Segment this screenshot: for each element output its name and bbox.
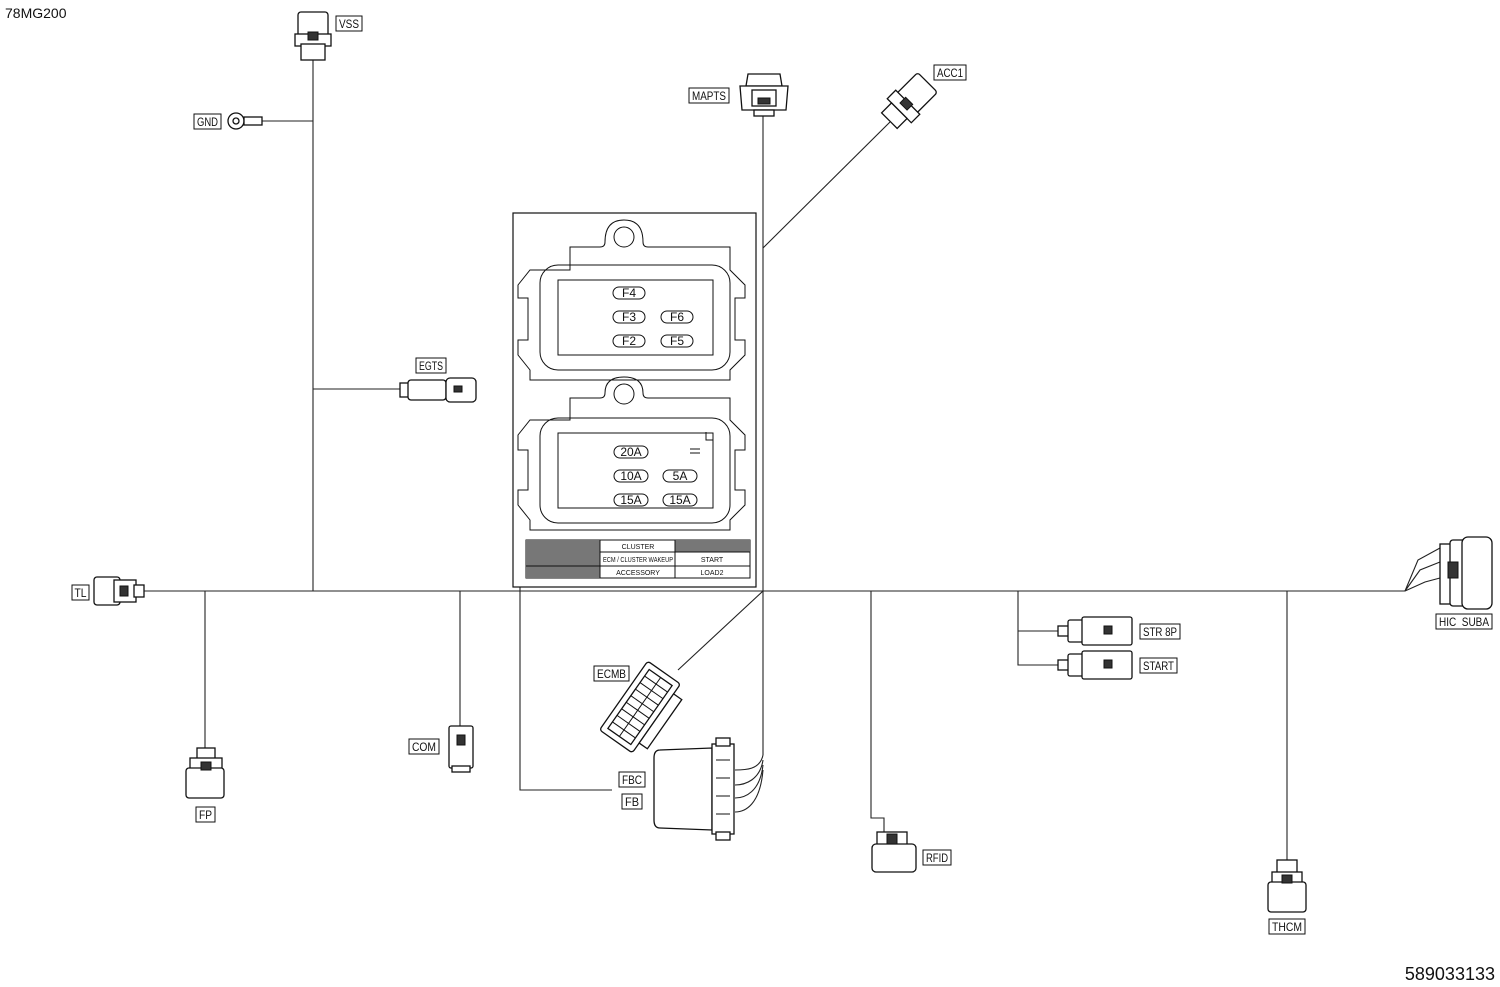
fuse-10a: 10A [613, 469, 649, 483]
hic-suba-connector [1439, 536, 1493, 610]
svg-text:STR 8P: STR 8P [1143, 625, 1177, 639]
str8p-connector [1057, 616, 1133, 646]
label-ecmb: ECMB [593, 665, 630, 682]
table-cell-start: START [701, 557, 724, 564]
svg-text:F3: F3 [622, 310, 636, 324]
wire-harness [142, 58, 1441, 860]
label-vss: VSS [335, 15, 363, 32]
mapts-connector [739, 73, 789, 117]
svg-text:ACC1: ACC1 [937, 66, 963, 80]
svg-text:VSS: VSS [339, 17, 359, 31]
label-fp: FP [195, 806, 216, 823]
table-cell-accessory: ACCESSORY [616, 570, 660, 577]
drawing-code: 78MG200 [5, 5, 67, 21]
table-cell-cluster: CLUSTER [622, 544, 655, 551]
ecmb-connector [600, 661, 683, 753]
tl-connector [93, 576, 145, 606]
start-connector [1057, 650, 1133, 680]
label-com: COM [408, 738, 440, 755]
fuse-box: F4 F3 F6 F2 F5 20A 10A 5A [512, 212, 757, 588]
svg-text:RFID: RFID [926, 851, 948, 865]
fuse-15a-right: 15A [662, 493, 698, 507]
svg-text:F5: F5 [670, 334, 684, 348]
com-connector [448, 725, 474, 773]
fuse-15a-left: 15A [613, 493, 649, 507]
fuse-f5: F5 [660, 334, 694, 348]
table-cell-ecm-wakeup: ECM / CLUSTER WAKEUP [603, 557, 673, 564]
svg-text:EGTS: EGTS [419, 359, 443, 373]
svg-text:F6: F6 [670, 310, 684, 324]
svg-text:START: START [1143, 659, 1175, 673]
vss-connector [294, 11, 332, 61]
gnd-ring-terminal [227, 112, 263, 130]
svg-text:FBC: FBC [622, 773, 642, 787]
label-gnd: GND [193, 113, 222, 130]
svg-text:15A: 15A [620, 493, 641, 507]
svg-text:TL: TL [75, 586, 87, 600]
label-fbc: FBC [618, 771, 646, 788]
label-fb: FB [621, 793, 643, 810]
svg-text:F4: F4 [622, 286, 636, 300]
lower-fuse-holder [517, 376, 746, 531]
svg-text:FP: FP [199, 808, 212, 822]
label-start: START [1139, 657, 1178, 674]
acc1-connector [880, 73, 937, 130]
fuse-f2: F2 [612, 334, 646, 348]
upper-fuse-holder [517, 219, 746, 381]
label-egts: EGTS [415, 357, 447, 374]
svg-text:HIC SUBA: HIC SUBA [1439, 615, 1489, 629]
table-cell-load2: LOAD2 [701, 570, 724, 577]
label-str8p: STR 8P [1139, 623, 1181, 640]
svg-text:F2: F2 [622, 334, 636, 348]
fp-connector [185, 747, 225, 799]
part-number: 589033133 [1405, 964, 1495, 984]
fuse-f6: F6 [660, 310, 694, 324]
fuse-20a: 20A [613, 445, 649, 459]
label-thcm: THCM [1268, 918, 1306, 935]
fuse-5a: 5A [662, 469, 698, 483]
svg-text:10A: 10A [620, 469, 641, 483]
svg-text:COM: COM [412, 740, 436, 754]
label-mapts: MAPTS [688, 87, 730, 104]
fb-module [653, 737, 735, 841]
egts-connector [399, 377, 477, 403]
svg-text:THCM: THCM [1272, 920, 1302, 934]
rfid-connector [871, 831, 917, 873]
svg-text:15A: 15A [669, 493, 690, 507]
svg-text:FB: FB [625, 795, 639, 809]
svg-text:20A: 20A [620, 445, 641, 459]
label-rfid: RFID [922, 849, 952, 866]
svg-text:ECMB: ECMB [597, 667, 626, 681]
svg-text:GND: GND [197, 115, 218, 129]
fuse-label-table: CLUSTER ECM / CLUSTER WAKEUP START ACCES… [525, 539, 751, 579]
svg-text:MAPTS: MAPTS [692, 89, 726, 103]
fuse-f3: F3 [612, 310, 646, 324]
fuse-f4: F4 [612, 286, 646, 300]
svg-text:5A: 5A [673, 469, 688, 483]
label-acc1: ACC1 [933, 64, 967, 81]
label-tl: TL [71, 584, 90, 601]
label-hic-suba: HIC SUBA [1435, 613, 1493, 630]
thcm-connector [1267, 859, 1307, 913]
